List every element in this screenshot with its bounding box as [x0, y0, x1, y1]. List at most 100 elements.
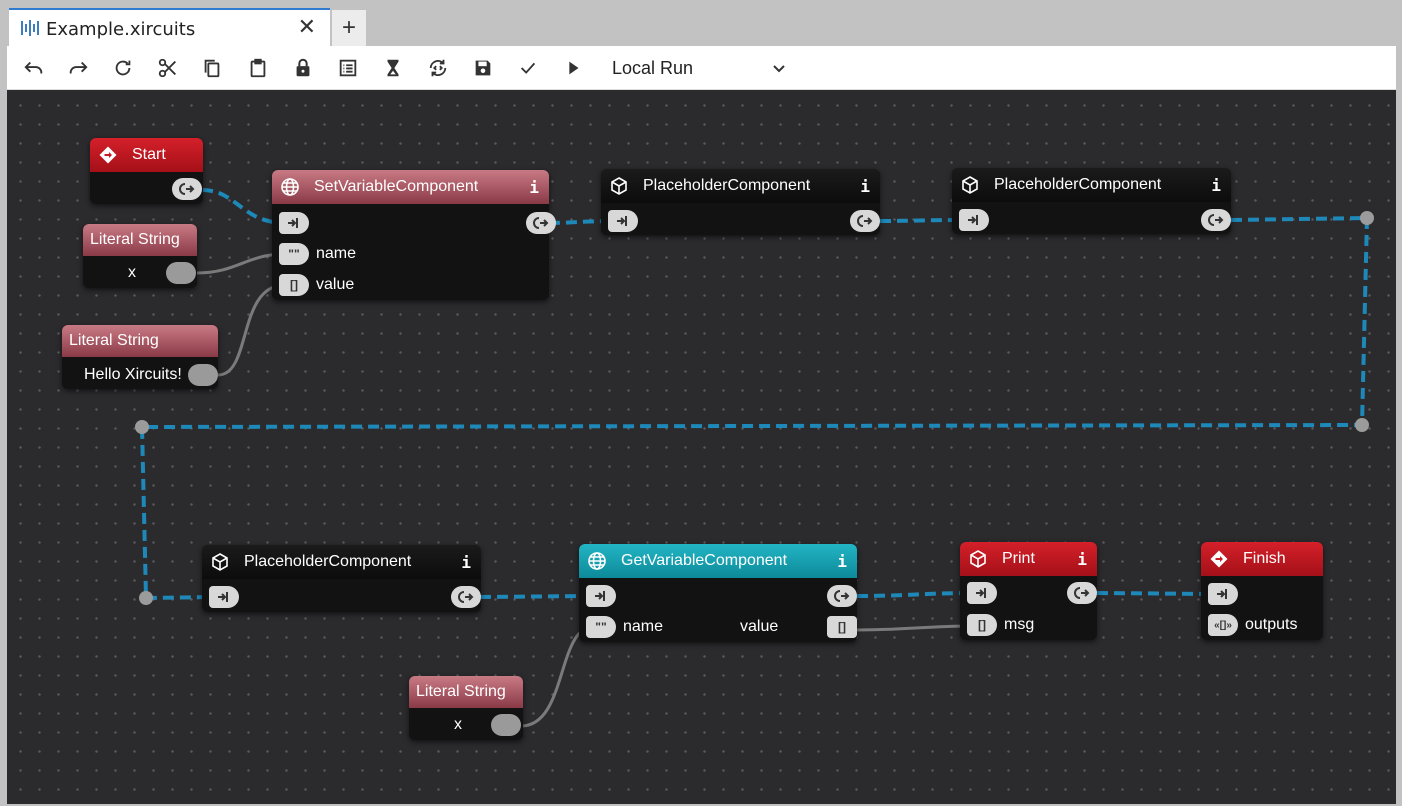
paste-icon[interactable]: [245, 55, 271, 81]
set-variable-node[interactable]: SetVariableComponent i "" name [] value: [272, 170, 556, 300]
literal-string-node-1[interactable]: Literal String x: [83, 224, 197, 288]
tab-title: Example.xircuits: [46, 19, 196, 40]
port-label-value: value: [316, 276, 355, 293]
workflow-canvas[interactable]: Start SetVariableComponent i "" name [] …: [7, 90, 1396, 804]
cube-icon: [611, 177, 627, 195]
chevron-down-icon: [773, 65, 785, 73]
hourglass-icon[interactable]: [380, 55, 406, 81]
copy-icon[interactable]: [199, 55, 225, 81]
node-title: Literal String: [69, 332, 159, 349]
tab-example-xircuits[interactable]: Example.xircuits ✕: [9, 8, 330, 46]
info-icon[interactable]: i: [529, 178, 539, 197]
diamond-arrow-icon: [1210, 550, 1228, 568]
exit-arrow-icon: [533, 217, 549, 229]
tab-close-icon[interactable]: ✕: [297, 14, 316, 39]
run-mode-select[interactable]: Local Run: [603, 52, 793, 84]
in-flow-port[interactable]: [1208, 583, 1238, 605]
print-node[interactable]: Print i [] msg: [960, 542, 1097, 640]
link-point[interactable]: [139, 591, 153, 605]
list-icon[interactable]: [335, 55, 361, 81]
msg-port[interactable]: []: [967, 614, 997, 636]
exit-arrow-icon: [179, 183, 195, 195]
info-icon[interactable]: i: [837, 552, 847, 571]
exit-arrow-icon: [458, 591, 474, 603]
exit-arrow-icon: [1074, 587, 1090, 599]
start-node[interactable]: Start: [90, 138, 203, 204]
diamond-arrow-icon: [99, 146, 117, 164]
node-title: GetVariableComponent: [621, 552, 788, 569]
enter-arrow-icon: [976, 588, 986, 598]
reload-icon[interactable]: [110, 55, 136, 81]
in-flow-port[interactable]: [586, 585, 616, 607]
out-value-port[interactable]: [188, 364, 218, 386]
link-point[interactable]: [1360, 211, 1374, 225]
port-label-name: name: [623, 618, 664, 635]
name-port[interactable]: "": [586, 616, 616, 638]
value-port[interactable]: []: [827, 616, 857, 638]
in-flow-port[interactable]: [608, 210, 638, 232]
globe-icon: [588, 552, 606, 570]
run-mode-label: Local Run: [612, 57, 694, 78]
enter-arrow-icon: [218, 592, 228, 602]
literal-value: x: [128, 264, 136, 281]
run-icon[interactable]: [560, 55, 586, 81]
out-value-port[interactable]: [491, 714, 521, 736]
cube-icon: [212, 553, 228, 571]
in-flow-port[interactable]: [959, 209, 989, 231]
placeholder-node-1[interactable]: PlaceholderComponent i: [601, 169, 880, 235]
node-title: PlaceholderComponent: [244, 553, 412, 570]
placeholder-node-3[interactable]: PlaceholderComponent i: [202, 545, 481, 612]
node-title: PlaceholderComponent: [643, 177, 811, 194]
new-tab-button[interactable]: +: [332, 10, 366, 46]
info-icon[interactable]: i: [1211, 176, 1221, 195]
out-flow-port[interactable]: [172, 178, 202, 200]
info-icon[interactable]: i: [461, 553, 471, 572]
port-label-outputs: outputs: [1245, 616, 1298, 633]
node-title: Literal String: [416, 683, 506, 700]
out-flow-port[interactable]: [1201, 209, 1231, 231]
check-icon[interactable]: [515, 55, 541, 81]
name-port[interactable]: "": [279, 243, 309, 265]
flow-link: [856, 591, 973, 598]
node-title: SetVariableComponent: [314, 178, 479, 195]
get-variable-node[interactable]: GetVariableComponent i "" name value []: [579, 544, 857, 642]
enter-arrow-icon: [617, 216, 627, 226]
placeholder-node-2[interactable]: PlaceholderComponent i: [952, 168, 1231, 234]
outputs-port[interactable]: «[]»: [1208, 614, 1238, 636]
out-flow-port[interactable]: [526, 212, 556, 234]
tab-bar: Example.xircuits ✕ +: [0, 0, 1402, 46]
out-flow-port[interactable]: [827, 585, 857, 607]
literal-string-node-3[interactable]: Literal String x: [409, 676, 523, 740]
literal-string-node-2[interactable]: Literal String Hello Xircuits!: [62, 325, 218, 389]
enter-arrow-icon: [1217, 589, 1227, 599]
in-flow-port[interactable]: [967, 582, 997, 604]
in-flow-port[interactable]: [279, 212, 309, 234]
save-icon[interactable]: [470, 55, 496, 81]
in-flow-port[interactable]: [209, 586, 239, 608]
out-flow-port[interactable]: [1067, 582, 1097, 604]
out-flow-port[interactable]: [451, 586, 481, 608]
info-icon[interactable]: i: [1077, 550, 1087, 569]
enter-arrow-icon: [968, 215, 978, 225]
lock-icon[interactable]: [290, 55, 316, 81]
out-value-port[interactable]: [166, 262, 196, 284]
value-port[interactable]: []: [279, 274, 309, 296]
node-title: PlaceholderComponent: [994, 176, 1162, 193]
literal-value: Hello Xircuits!: [84, 366, 182, 383]
compile-icon[interactable]: [425, 55, 451, 81]
port-label-msg: msg: [1004, 616, 1035, 633]
node-title: Print: [1002, 550, 1035, 567]
node-title: Finish: [1243, 550, 1286, 567]
cut-icon[interactable]: [155, 55, 181, 81]
cube-icon: [962, 176, 978, 194]
undo-icon[interactable]: [21, 55, 47, 81]
globe-icon: [281, 178, 299, 196]
link-point[interactable]: [135, 420, 149, 434]
redo-icon[interactable]: [65, 55, 91, 81]
out-flow-port[interactable]: [850, 210, 880, 232]
link-point[interactable]: [1355, 418, 1369, 432]
info-icon[interactable]: i: [860, 177, 870, 196]
finish-node[interactable]: Finish «[]» outputs: [1201, 542, 1323, 640]
data-link: [856, 624, 973, 632]
flow-link: [479, 594, 594, 599]
